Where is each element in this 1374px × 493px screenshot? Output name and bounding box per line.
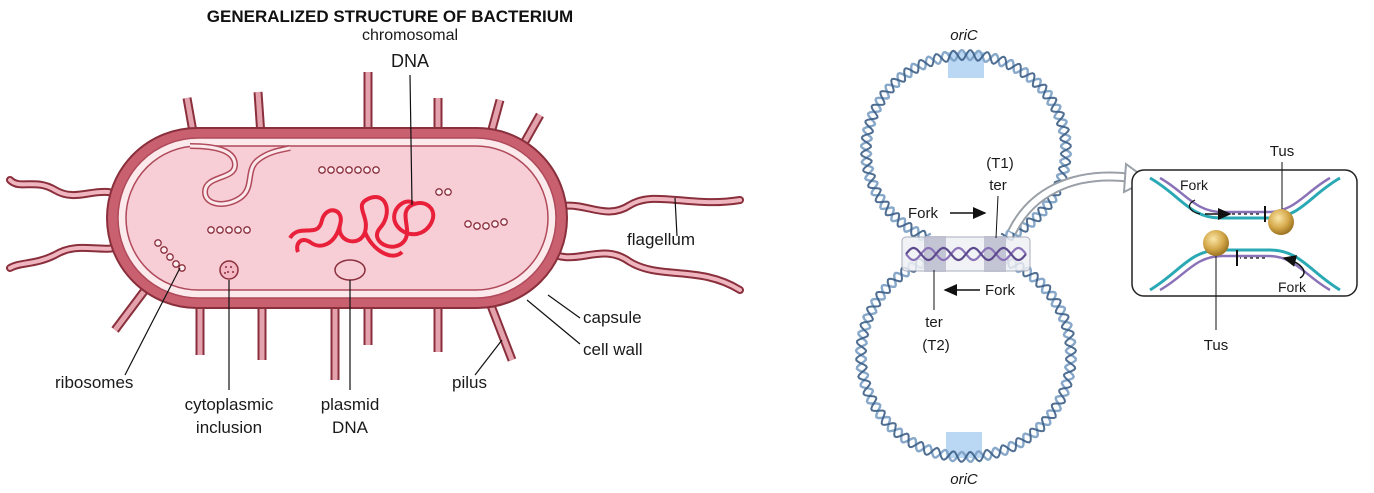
label-cytoplasmic: cytoplasmic [185,395,274,414]
label-ter-bottom: ter [925,314,943,331]
label-capsule: capsule [583,308,642,327]
label-tus-top: Tus [1270,143,1294,160]
label-chromosomal-dna: DNA [391,51,429,71]
label-inset-fork-top: Fork [1180,177,1209,193]
label-cell-wall: cell wall [583,340,643,359]
label-ter-top: ter [989,177,1007,194]
label-flagellum: flagellum [627,230,695,249]
label-t1: (T1) [986,155,1014,172]
tus-protein-bottom [1203,230,1229,256]
label-oric-bottom: oriC [950,471,978,488]
label-fork-bottom: Fork [985,282,1016,299]
label-inset-fork-bottom: Fork [1278,279,1307,295]
label-oric-top: oriC [950,27,978,44]
label-t2: (T2) [922,337,950,354]
label-inclusion: inclusion [196,418,262,437]
bacterium-title: GENERALIZED STRUCTURE OF BACTERIUM [207,7,573,26]
bacterium-diagram: GENERALIZED STRUCTURE OF BACTERIUM [10,7,740,437]
ter-t1-leader [996,196,998,238]
label-plasmid-dna: DNA [332,418,369,437]
label-tus-bottom: Tus [1204,337,1228,354]
label-fork-top: Fork [908,205,939,222]
label-plasmid: plasmid [321,395,380,414]
label-chromosomal: chromosomal [362,27,458,44]
replication-diagram: oriC oriC (T1) ter Fork Fork ter (T2) [856,27,1357,488]
label-pilus: pilus [452,373,487,392]
tus-inset: Fork Fork [1132,170,1357,296]
tus-protein-top [1268,209,1294,235]
cytoplasmic-inclusion [220,261,238,279]
label-ribosomes: ribosomes [55,373,133,392]
